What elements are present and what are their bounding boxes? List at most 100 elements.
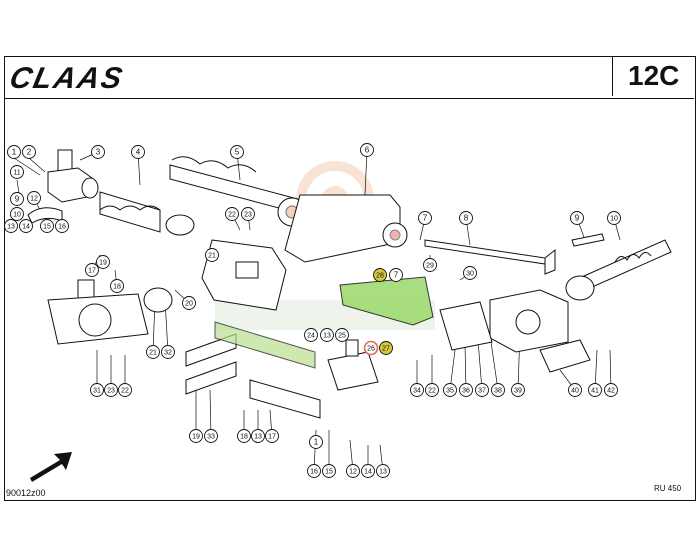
callout-circle-35	[443, 383, 457, 397]
callout-circle-8	[459, 211, 473, 225]
callout-circle-22	[225, 207, 239, 221]
callout-circle-4	[131, 145, 145, 159]
callout-label-29: 29	[426, 263, 434, 270]
callout-label-17: 17	[268, 434, 276, 441]
callout-label-3: 3	[96, 148, 101, 157]
callout-label-4: 4	[136, 148, 141, 157]
callout-circle-14	[19, 219, 33, 233]
callout-circle-10	[10, 207, 24, 221]
callout-label-18: 18	[240, 434, 248, 441]
callout-circle-6	[360, 143, 374, 157]
callout-circle-41	[588, 383, 602, 397]
callout-circle-25	[335, 328, 349, 342]
callout-label-15: 15	[325, 469, 333, 476]
callout-label-14: 14	[364, 469, 372, 476]
shaft-guard-19	[185, 333, 237, 395]
callout-circle-3	[91, 145, 105, 159]
callout-circle-34	[410, 383, 424, 397]
callout-label-40: 40	[571, 388, 579, 395]
shaft-8	[424, 239, 556, 275]
callout-circle-12	[346, 464, 360, 478]
callout-circle-31	[90, 383, 104, 397]
callout-label-42: 42	[607, 388, 615, 395]
callout-label-18: 18	[113, 284, 121, 291]
callout-label-36: 36	[462, 388, 470, 395]
callout-label-13: 13	[254, 434, 262, 441]
callout-circle-19	[96, 255, 110, 269]
callout-circle-28	[373, 268, 387, 282]
page-id-box	[612, 56, 695, 96]
callout-label-12: 12	[349, 469, 357, 476]
callout-circle-32	[161, 345, 175, 359]
gearbox-bottom-center	[327, 339, 379, 391]
callout-label-38: 38	[494, 388, 502, 395]
callout-circle-26	[363, 340, 379, 356]
callout-circle-19	[189, 429, 203, 443]
callout-circle-9	[570, 211, 584, 225]
callout-label-34: 34	[413, 388, 421, 395]
callout-label-8: 8	[464, 214, 469, 223]
header-separator	[4, 98, 694, 99]
pin-9	[571, 233, 605, 247]
callout-label-26: 26	[367, 346, 375, 353]
callout-label-27: 27	[382, 346, 390, 353]
callout-label-5: 5	[235, 148, 240, 157]
callout-circle-33	[204, 429, 218, 443]
callout-label-16: 16	[58, 224, 66, 231]
callout-circle-13	[320, 328, 334, 342]
callout-circle-42	[604, 383, 618, 397]
callout-circle-30	[463, 266, 477, 280]
callout-circle-24	[304, 328, 318, 342]
callout-label-39: 39	[514, 388, 522, 395]
callout-circle-17	[265, 429, 279, 443]
callout-circle-12	[27, 191, 41, 205]
callout-label-25: 25	[338, 333, 346, 340]
page-id: 12C	[628, 60, 680, 91]
callout-circle-7	[389, 268, 403, 282]
callout-circle-23	[241, 207, 255, 221]
callout-label-37: 37	[478, 388, 486, 395]
callout-circle-21	[205, 248, 219, 262]
callout-label-30: 30	[466, 271, 474, 278]
callout-circle-15	[322, 464, 336, 478]
callout-label-12: 12	[30, 196, 38, 203]
callout-circle-21	[146, 345, 160, 359]
callout-label-17: 17	[88, 268, 96, 275]
guard-40	[539, 339, 591, 373]
callout-circle-39	[511, 383, 525, 397]
callout-circle-1	[309, 435, 323, 449]
drawing-number: 90012z00	[6, 488, 46, 498]
callout-label-22: 22	[428, 388, 436, 395]
callout-label-1: 1	[12, 148, 17, 157]
callout-circle-13	[4, 219, 18, 233]
callout-label-11: 11	[13, 170, 20, 177]
callout-circle-29	[423, 258, 437, 272]
callout-circle-37	[475, 383, 489, 397]
callout-label-13: 13	[323, 333, 331, 340]
shaft-guard-17	[249, 379, 321, 419]
callout-circle-18	[237, 429, 251, 443]
callout-circle-5	[230, 145, 244, 159]
callout-label-13: 13	[379, 469, 387, 476]
callout-circle-16	[307, 464, 321, 478]
gearbox-39	[489, 289, 569, 353]
callout-circle-2	[22, 145, 36, 159]
callout-circle-14	[361, 464, 375, 478]
callout-label-13: 13	[7, 224, 15, 231]
callout-label-35: 35	[446, 388, 454, 395]
callout-circle-18	[110, 279, 124, 293]
callout-label-19: 19	[192, 434, 200, 441]
callout-label-20: 20	[185, 301, 193, 308]
coupling-plate-21	[201, 239, 287, 311]
callout-label-22: 22	[121, 388, 129, 395]
callout-circle-16	[55, 219, 69, 233]
callout-label-41: 41	[591, 388, 599, 395]
reference-code: RU 450	[654, 484, 682, 493]
callout-label-15: 15	[43, 224, 51, 231]
callout-circle-7	[418, 211, 432, 225]
callout-label-21: 21	[149, 350, 157, 357]
callout-circle-38	[491, 383, 505, 397]
callout-circle-20	[182, 296, 196, 310]
